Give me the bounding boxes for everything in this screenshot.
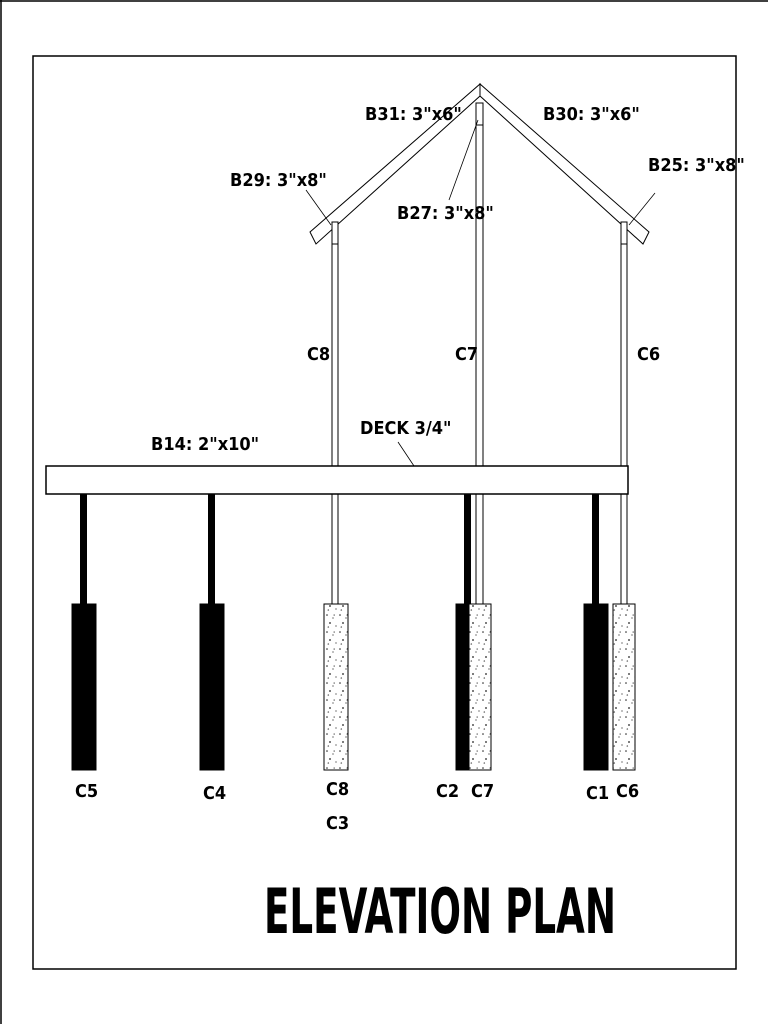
footings (71, 603, 636, 771)
post-c6 (620, 243, 628, 605)
beam-b25 (620, 221, 628, 245)
footing-c1 (583, 603, 609, 771)
beam-b29 (331, 221, 339, 245)
lower-posts (80, 494, 599, 604)
label-c8-upper: C8 (307, 344, 330, 365)
label-column-c1: C1 (586, 783, 609, 804)
footing-c6 (612, 603, 636, 771)
footing-c2 (455, 603, 470, 771)
footing-c7 (468, 603, 492, 771)
label-c7-upper: C7 (455, 344, 478, 365)
label-b14: B14: 2"x10" (151, 434, 259, 455)
label-column-c4: C4 (203, 783, 226, 804)
drawing-border (32, 55, 737, 970)
posts (331, 124, 628, 605)
lower-post-c4 (208, 494, 215, 604)
leader-lines (305, 119, 656, 467)
label-column-c8: C8 (326, 779, 349, 800)
post-c8 (331, 243, 339, 605)
label-column-c2: C2 (436, 781, 459, 802)
label-c6-upper: C6 (637, 344, 660, 365)
label-column-c6: C6 (616, 781, 639, 802)
label-deck: DECK 3/4" (360, 418, 451, 439)
lower-post-c2 (464, 494, 471, 604)
label-b30: B30: 3"x6" (543, 104, 640, 125)
label-b25: B25: 3"x8" (648, 155, 745, 176)
label-b29: B29: 3"x8" (230, 170, 327, 191)
footing-c4 (199, 603, 225, 771)
label-column-c7: C7 (471, 781, 494, 802)
lower-post-c5 (80, 494, 87, 604)
roof-rafters (309, 82, 650, 245)
footing-c8 (323, 603, 349, 771)
label-b27: B27: 3"x8" (397, 203, 494, 224)
page-title: ELEVATION PLAN (264, 875, 616, 948)
lower-post-c1 (592, 494, 599, 604)
label-column-c3: C3 (326, 813, 349, 834)
rafter-b30 (479, 82, 650, 245)
label-column-c5: C5 (75, 781, 98, 802)
label-b31: B31: 3"x6" (365, 104, 462, 125)
beam-b14 (45, 465, 629, 495)
footing-c5 (71, 603, 97, 771)
